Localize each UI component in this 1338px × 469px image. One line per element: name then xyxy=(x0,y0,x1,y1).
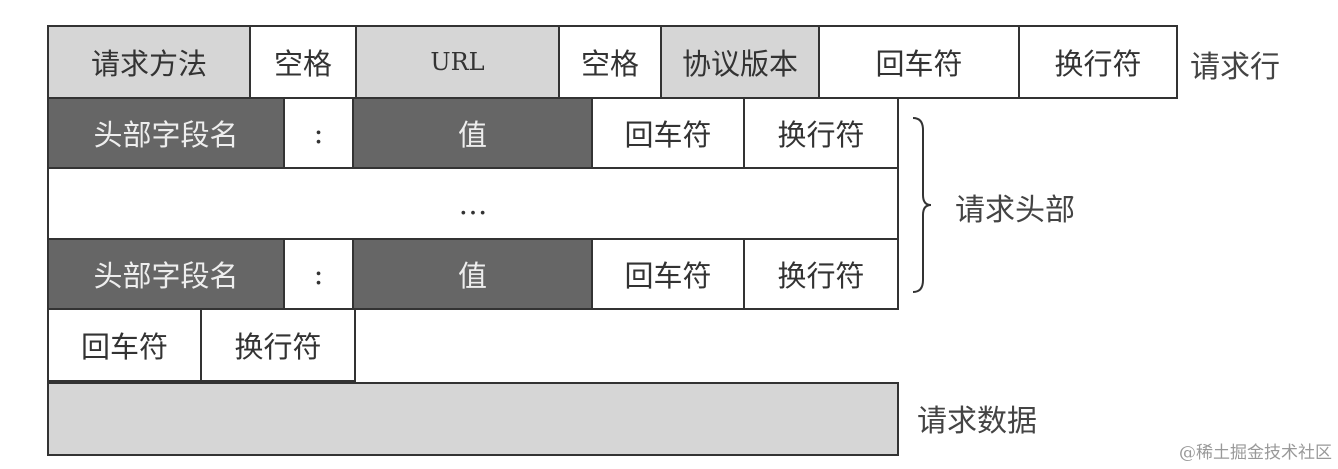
carriage-return-cell: 回车符 xyxy=(591,97,745,169)
protocol-version-cell: 协议版本 xyxy=(660,25,820,99)
line-feed-cell: 换行符 xyxy=(1018,25,1178,99)
line-feed-cell: 换行符 xyxy=(743,97,899,169)
watermark: @稀土掘金技术社区 xyxy=(1179,443,1332,463)
ellipsis-row: … xyxy=(47,167,899,240)
carriage-return-cell: 回车符 xyxy=(818,25,1020,99)
space-cell: 空格 xyxy=(558,25,662,99)
carriage-return-cell: 回车符 xyxy=(47,308,202,382)
value-cell: 值 xyxy=(352,238,593,310)
request-method-cell: 请求方法 xyxy=(47,25,251,99)
space-cell: 空格 xyxy=(249,25,357,99)
colon-cell: : xyxy=(283,97,354,169)
value-cell: 值 xyxy=(352,97,593,169)
url-cell: URL xyxy=(355,25,560,99)
line-feed-cell: 换行符 xyxy=(743,238,899,310)
request-body-cell xyxy=(47,382,899,456)
request-headers-label: 请求头部 xyxy=(955,193,1075,228)
header-field-name-cell: 头部字段名 xyxy=(47,238,285,310)
brace-icon xyxy=(912,117,932,293)
colon-cell: : xyxy=(283,238,354,310)
request-body-label: 请求数据 xyxy=(917,404,1037,439)
header-field-name-cell: 头部字段名 xyxy=(47,97,285,169)
line-feed-cell: 换行符 xyxy=(200,308,356,382)
request-line-label: 请求行 xyxy=(1190,50,1280,85)
carriage-return-cell: 回车符 xyxy=(591,238,745,310)
